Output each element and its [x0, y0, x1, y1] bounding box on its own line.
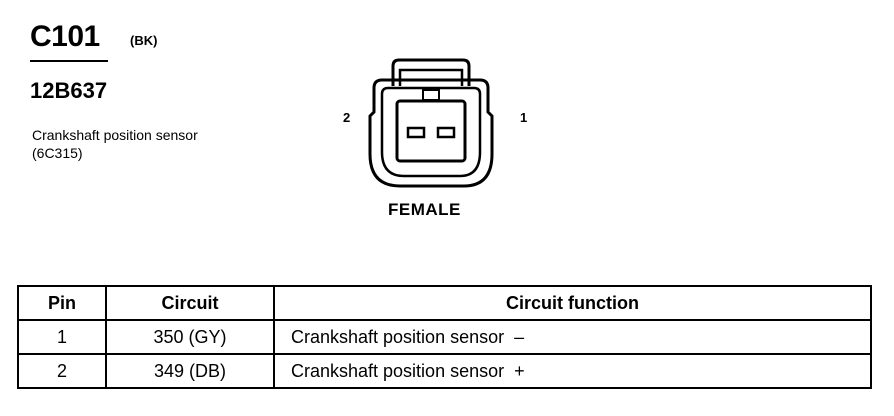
pin-table: Pin Circuit Circuit function 1 350 (GY) …	[17, 285, 872, 389]
table-row: 1 350 (GY) Crankshaft position sensor –	[17, 319, 872, 355]
header-circuit: Circuit	[105, 285, 275, 321]
connector-gender-label: FEMALE	[388, 200, 461, 219]
part-number: 12B637	[30, 78, 108, 103]
circuit-cell: 350 (GY)	[105, 319, 275, 355]
connector-housing-outer	[368, 78, 494, 188]
locking-tab-inner	[398, 68, 464, 86]
pin-cell: 2	[17, 353, 107, 389]
circuit-function-cell: Crankshaft position sensor –	[273, 319, 872, 355]
table-row: 2 349 (DB) Crankshaft position sensor +	[17, 353, 872, 389]
circuit-function-cell: Crankshaft position sensor +	[273, 353, 872, 389]
pin-cell: 1	[17, 319, 107, 355]
title-underline	[30, 60, 108, 62]
locking-tab-outer	[391, 58, 471, 86]
wire-color-code: (BK)	[130, 33, 158, 48]
connector-housing-inner	[380, 86, 482, 178]
pin-label-left: 2	[343, 110, 351, 125]
component-description: Crankshaft position sensor (6C315)	[32, 127, 198, 161]
pin-cavity-2	[406, 126, 426, 139]
pin-label-right: 1	[520, 110, 528, 125]
header-circuit-function: Circuit function	[273, 285, 872, 321]
circuit-cell: 349 (DB)	[105, 353, 275, 389]
table-header-row: Pin Circuit Circuit function	[17, 285, 872, 321]
pin-cavity-1	[436, 126, 456, 139]
connector-id: C101	[30, 20, 100, 53]
connector-face-diagram	[368, 58, 494, 188]
key-slot	[422, 89, 440, 101]
header-pin: Pin	[17, 285, 107, 321]
